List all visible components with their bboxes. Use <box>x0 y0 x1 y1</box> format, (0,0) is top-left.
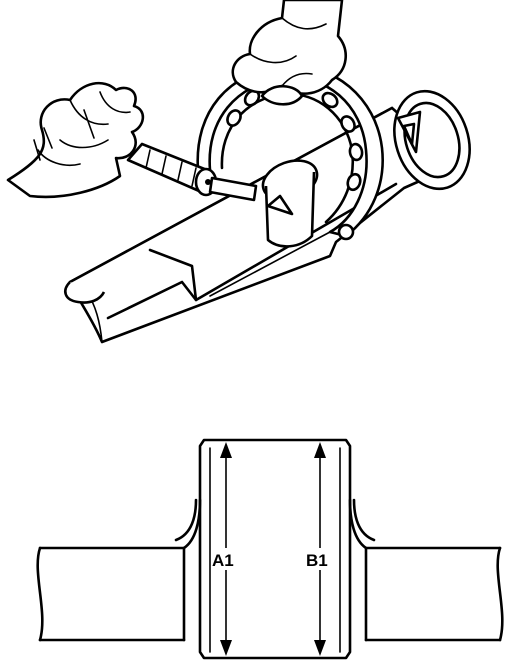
dimension-label-b1: B1 <box>306 551 328 570</box>
crankshaft-flange <box>393 89 471 191</box>
left-shaft-section <box>36 546 186 642</box>
dimension-line-a1: A1 <box>212 442 240 656</box>
journal-body <box>198 438 352 660</box>
crankshaft-journal <box>261 159 319 248</box>
right-shaft-section <box>364 546 504 642</box>
left-hand <box>6 81 145 199</box>
dimension-label-a1: A1 <box>212 551 234 570</box>
micrometer-thimble <box>126 142 258 202</box>
journal-fillets <box>174 498 376 642</box>
right-hand <box>231 0 347 106</box>
journal-dimension-diagram: A1 B1 <box>36 438 504 660</box>
dimension-line-b1: B1 <box>306 442 334 656</box>
crankshaft-shaft <box>64 106 442 344</box>
micrometer-measurement-illustration <box>6 0 471 344</box>
